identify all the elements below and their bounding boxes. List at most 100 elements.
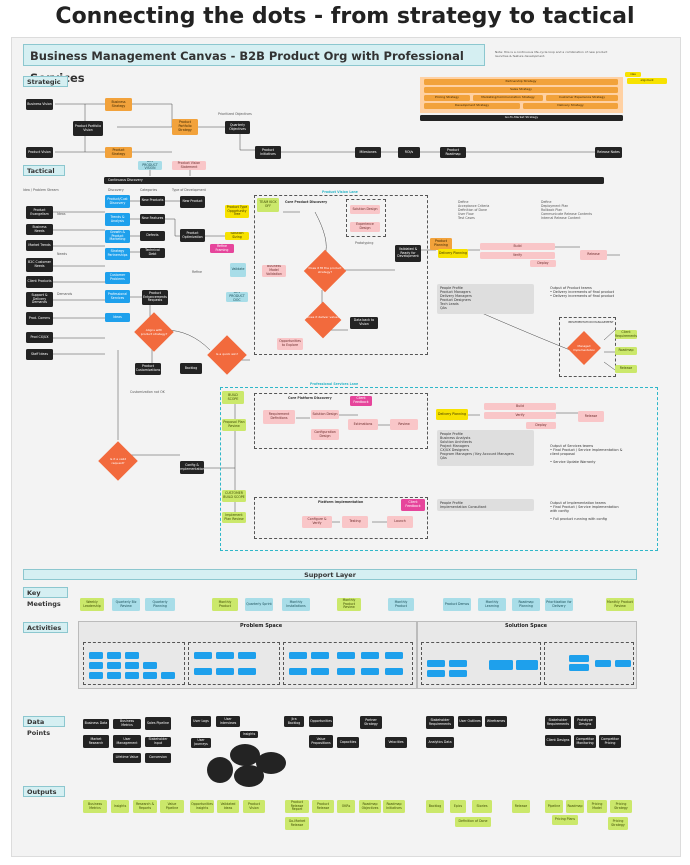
data-node[interactable]: Sales Pipeline xyxy=(145,717,171,730)
output-node[interactable]: OKRs xyxy=(337,800,355,813)
output-node[interactable]: Pricing Plans xyxy=(552,815,578,825)
data-node[interactable]: Opportunities xyxy=(309,716,333,727)
experience-design-node[interactable]: Experience Design xyxy=(350,222,380,232)
business-vision-node[interactable]: Business Vision xyxy=(26,99,53,110)
business-strategy-node[interactable]: Business Strategy xyxy=(105,98,132,111)
activity-node[interactable] xyxy=(385,668,403,675)
activity-node[interactable] xyxy=(107,672,121,679)
output-node[interactable]: Roadmap xyxy=(566,800,584,813)
verify-node[interactable]: Verify xyxy=(484,412,556,419)
output-node[interactable]: Roadmap Initiatives xyxy=(383,800,405,813)
activity-node[interactable] xyxy=(427,660,445,667)
meeting-node[interactable]: Prioritization for Delivery xyxy=(545,598,573,611)
build-node[interactable]: Build xyxy=(480,243,555,250)
type-node[interactable]: New Product xyxy=(180,196,205,208)
activity-node[interactable] xyxy=(143,672,157,679)
review-node[interactable]: Review xyxy=(390,419,418,430)
strategy-item[interactable]: Delivery Strategy xyxy=(523,103,618,109)
release-notes-node[interactable]: Release Notes xyxy=(595,147,622,158)
idea-source-node[interactable]: Business Needs xyxy=(26,224,53,235)
activity-node[interactable] xyxy=(337,668,355,675)
data-node[interactable]: Conversion xyxy=(145,753,171,763)
output-node[interactable]: Pricing Strategy xyxy=(608,817,628,830)
idea-source-node[interactable]: B2C Customer Needs xyxy=(26,258,53,272)
dev-product-vision-node[interactable]: Dev PRODUCT VISION xyxy=(138,161,162,170)
discovery-node[interactable]: Strategy Partnerships xyxy=(105,248,130,260)
config-design-node[interactable]: Configuration Design xyxy=(311,429,339,440)
quarterly-objectives-node[interactable]: Quarterly Objectives xyxy=(225,121,250,134)
requirements-node[interactable]: Requirement Definitions xyxy=(263,410,295,424)
deploy-node[interactable]: Deploy xyxy=(530,260,556,267)
data-circle[interactable] xyxy=(207,757,233,783)
activity-node[interactable] xyxy=(89,652,103,659)
idea-source-node[interactable]: Prod CX/UX xyxy=(26,332,53,343)
output-node[interactable]: Pricing Model xyxy=(587,800,607,813)
activity-node[interactable] xyxy=(569,655,589,662)
solution-design-node[interactable]: Solution Design xyxy=(350,205,380,214)
activity-node[interactable] xyxy=(238,668,256,675)
data-node[interactable]: Business Data xyxy=(83,719,109,729)
impl-option-node[interactable]: Release xyxy=(615,365,637,373)
activity-node[interactable] xyxy=(125,662,139,669)
output-node[interactable]: Pricing Strategy xyxy=(610,800,632,813)
business-model-validation-node[interactable]: Business Model Validation xyxy=(262,265,286,277)
impl-step-node[interactable]: Configure & Verify xyxy=(302,516,332,528)
activity-node[interactable] xyxy=(449,670,467,677)
output-node[interactable]: Product Release xyxy=(312,800,334,813)
activity-node[interactable] xyxy=(361,652,379,659)
data-node[interactable]: Stakeholder Requirements xyxy=(545,716,571,729)
discovery-node[interactable]: Trends & Analysis xyxy=(105,213,130,226)
activity-node[interactable] xyxy=(238,652,256,659)
solution-design-node[interactable]: Solution Design xyxy=(311,410,339,419)
sticky-node[interactable]: Refine Framing xyxy=(210,244,234,253)
backlog-node[interactable]: Backlog xyxy=(180,363,202,374)
data-node[interactable]: Capacities xyxy=(337,737,359,748)
output-node[interactable]: Release xyxy=(512,800,530,813)
output-node[interactable]: Value Pipeline xyxy=(160,800,184,813)
data-node[interactable]: Jira Backlog xyxy=(284,716,304,727)
sticky-node[interactable]: Client Feedback xyxy=(401,499,425,511)
meeting-node[interactable]: Roadmap Planning xyxy=(512,598,540,611)
category-node[interactable]: New Features xyxy=(140,214,165,224)
activity-node[interactable] xyxy=(125,672,139,679)
category-node[interactable]: Defects xyxy=(140,231,165,241)
output-node[interactable]: Roadmap Objectives xyxy=(359,800,381,813)
continuous-discovery-bar[interactable]: Continuous Discovery xyxy=(104,177,604,184)
release-node[interactable]: Release xyxy=(578,411,604,422)
product-portfolio-node[interactable]: Product Portfolio Vision xyxy=(73,121,103,136)
build-node[interactable]: Build xyxy=(484,403,556,410)
discovery-node[interactable]: Product/Cust Discovery xyxy=(105,195,130,208)
sticky-node[interactable]: Solution Sizing xyxy=(225,232,249,240)
activity-node[interactable] xyxy=(194,652,212,659)
sticky-note[interactable]: alignment xyxy=(627,78,667,84)
strategy-item[interactable]: Sales Strategy xyxy=(424,87,618,93)
meeting-node[interactable]: Monthly Learning xyxy=(478,598,506,611)
activity-node[interactable] xyxy=(289,652,307,659)
activity-node[interactable] xyxy=(449,660,467,667)
product-vision-node[interactable]: Product Vision xyxy=(26,147,53,158)
data-node[interactable]: Stakeholder Requirements xyxy=(426,716,454,729)
deploy-node[interactable]: Deploy xyxy=(526,422,556,429)
verify-node[interactable]: Verify xyxy=(480,252,555,259)
data-circle[interactable] xyxy=(234,765,264,787)
team-kickoff-node[interactable]: TEAM KICK OFF xyxy=(257,198,279,212)
activity-node[interactable] xyxy=(107,662,121,669)
meeting-node[interactable]: Weekly Leadership xyxy=(80,598,104,611)
activity-node[interactable] xyxy=(161,672,175,679)
config-implementation-node[interactable]: Config & Implementation xyxy=(180,461,204,474)
activity-node[interactable] xyxy=(615,660,631,667)
activity-node[interactable] xyxy=(595,660,611,667)
output-node[interactable]: Backlog xyxy=(426,800,444,813)
data-node[interactable]: User Interviews xyxy=(216,716,240,727)
data-circle[interactable] xyxy=(230,744,260,766)
sticky-node[interactable]: Implement Plan Review xyxy=(222,512,246,523)
activity-node[interactable] xyxy=(216,652,234,659)
sticky-note[interactable]: idea xyxy=(625,72,641,77)
data-node[interactable]: User Management xyxy=(113,735,141,748)
idea-source-node[interactable]: Prod. Comms xyxy=(26,312,53,325)
sticky-node[interactable]: CUSTOMER BUILD SCOPE xyxy=(222,490,246,502)
estimates-node[interactable]: Estimations xyxy=(348,419,378,430)
sticky-node[interactable]: Product Type Opportunity Tree xyxy=(225,205,249,218)
activity-node[interactable] xyxy=(89,662,103,669)
data-node[interactable]: Analytics Data xyxy=(426,737,454,748)
